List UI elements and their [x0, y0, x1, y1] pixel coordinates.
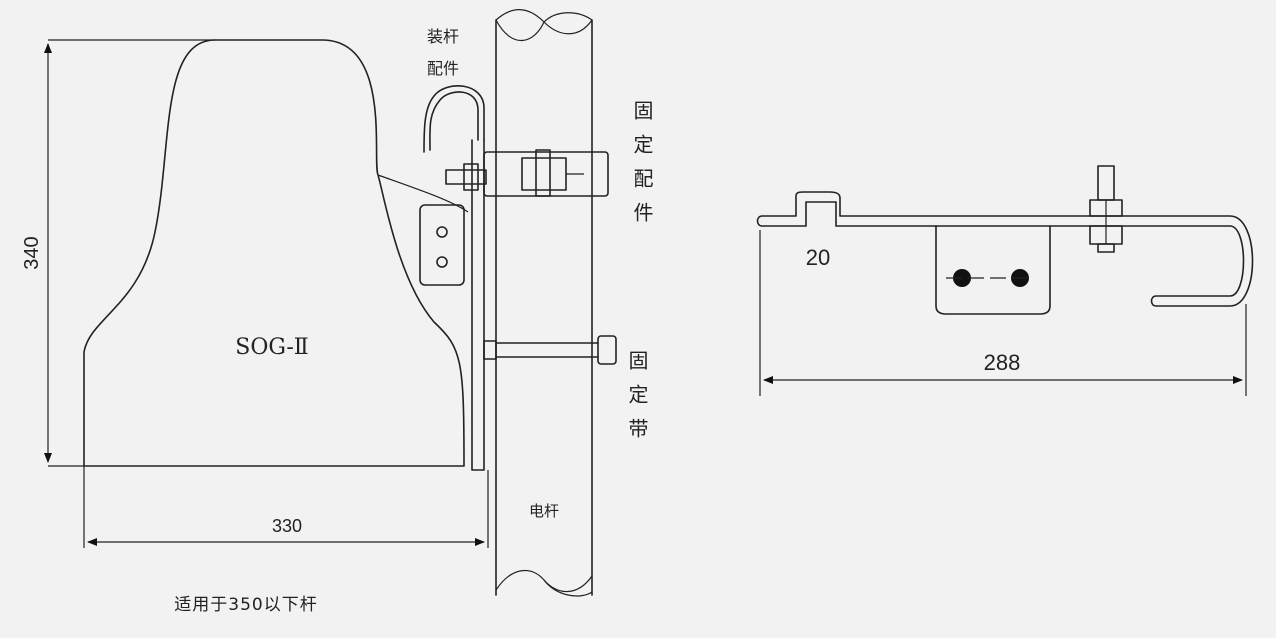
hook-offset-label: 20	[806, 245, 830, 270]
applicability-note: 适用于350以下杆	[174, 595, 317, 615]
dimension-height-label: 340	[21, 236, 43, 269]
model-label: SOG-Ⅱ	[235, 335, 308, 360]
bracket-view	[756, 165, 1254, 315]
dimension-width: 330	[83, 466, 489, 548]
pole-fitting-label-line1: 装杆	[427, 27, 459, 46]
dimension-width-label: 330	[272, 516, 302, 536]
dimension-bracket-length-label: 288	[984, 350, 1021, 375]
pole	[495, 9, 593, 597]
fixing-clamp	[445, 149, 609, 197]
fixing-fitting-label: 固定配件	[630, 100, 654, 236]
pole-fitting-label-line2: 配件	[427, 59, 459, 78]
pole-label: 电杆	[529, 502, 559, 520]
dimension-height: 340	[21, 39, 215, 467]
fixing-strap-bolt	[483, 335, 617, 365]
dimension-bracket-length: 288	[759, 230, 1247, 396]
pole-fitting-label: 装杆 配件	[427, 27, 459, 78]
mounting-bracket	[419, 85, 485, 471]
cover-body	[83, 39, 469, 467]
fixing-strap-label: 固定带	[625, 350, 649, 452]
